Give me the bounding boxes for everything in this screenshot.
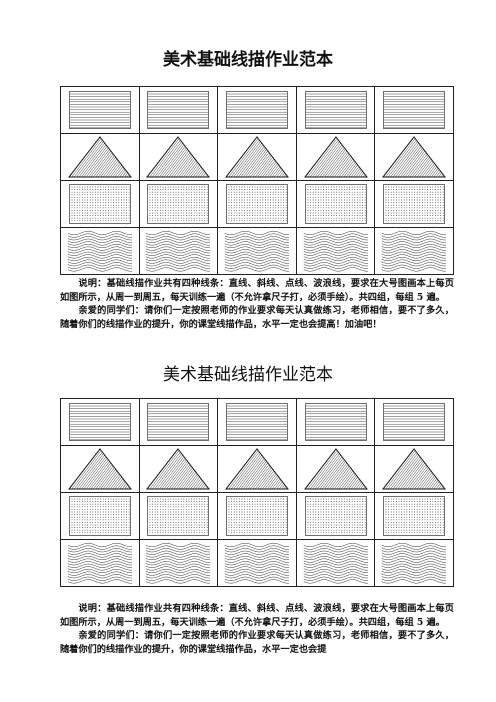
straight-lines-drawing	[147, 91, 210, 129]
wavy-lines-cell	[60, 539, 140, 587]
page-title: 美术基础线描作业范本	[163, 365, 333, 385]
dots-drawing	[68, 184, 131, 224]
wavy-lines-cell	[138, 227, 219, 275]
wavy-lines-cell	[374, 227, 454, 275]
dots-drawing	[147, 184, 210, 224]
wavy-lines-row	[60, 227, 454, 275]
triangle-cell	[217, 133, 297, 181]
triangle-cell	[295, 133, 376, 181]
wavy-lines-cell	[138, 539, 219, 587]
straight-lines-cell	[217, 398, 297, 446]
triangle-drawing	[67, 448, 132, 490]
triangle-drawing	[146, 448, 211, 490]
triangle-drawing	[67, 136, 132, 178]
dots-cell	[60, 492, 140, 540]
wavy-lines-cell	[217, 539, 297, 587]
instructions-paragraph: 说明：基础线描作业共有四种线条：直线、斜线、点线、波浪线，要求在大号图画本上每页…	[60, 278, 454, 303]
triangle-row	[60, 445, 454, 493]
triangle-cell	[60, 445, 140, 493]
instructions: 说明：基础线描作业共有四种线条：直线、斜线、点线、波浪线，要求在大号图画本上每页…	[60, 277, 454, 331]
triangle-drawing	[224, 448, 289, 490]
dots-row	[60, 492, 454, 540]
triangle-cell	[217, 445, 297, 493]
dots-drawing	[304, 184, 367, 224]
straight-lines-cell	[374, 86, 454, 134]
straight-lines-cell	[138, 398, 219, 446]
wavy-lines-drawing	[381, 230, 447, 272]
straight-lines-drawing	[383, 403, 446, 441]
wavy-lines-drawing	[303, 542, 368, 584]
wavy-lines-cell	[217, 227, 297, 275]
dots-cell	[295, 492, 376, 540]
dots-drawing	[383, 184, 446, 224]
line-drawing-grid	[60, 398, 454, 587]
triangle-cell	[138, 133, 219, 181]
straight-lines-drawing	[226, 403, 288, 441]
wavy-lines-cell	[295, 227, 376, 275]
dots-drawing	[383, 496, 446, 536]
dots-drawing	[304, 496, 367, 536]
instructions-paragraph: 说明：基础线描作业共有四种线条：直线、斜线、点线、波浪线，要求在大号图画本上每页…	[60, 603, 454, 628]
straight-lines-drawing	[147, 403, 210, 441]
line-drawing-grid	[60, 86, 454, 275]
wavy-lines-drawing	[67, 542, 132, 584]
straight-lines-cell	[60, 86, 140, 134]
straight-lines-cell	[295, 86, 376, 134]
dots-cell	[217, 180, 297, 228]
dots-drawing	[147, 496, 210, 536]
straight-lines-drawing	[68, 403, 131, 441]
wavy-lines-drawing	[146, 542, 211, 584]
wavy-lines-row	[60, 539, 454, 587]
dots-cell	[374, 492, 454, 540]
triangle-row	[60, 133, 454, 181]
triangle-cell	[295, 445, 376, 493]
encouragement-paragraph: 亲爱的同学们：请你们一定按照老师的作业要求每天认真做练习，老师相信，要不了多久，…	[60, 630, 454, 655]
triangle-drawing	[146, 136, 211, 178]
dots-row	[60, 180, 454, 228]
triangle-cell	[138, 445, 219, 493]
triangle-drawing	[303, 136, 368, 178]
straight-lines-cell	[295, 398, 376, 446]
straight-lines-drawing	[226, 91, 288, 129]
dots-drawing	[226, 496, 288, 536]
wavy-lines-drawing	[224, 230, 290, 272]
straight-lines-row	[60, 86, 454, 134]
triangle-drawing	[382, 136, 447, 178]
dots-drawing	[226, 184, 288, 224]
triangle-drawing	[224, 136, 289, 178]
wavy-lines-drawing	[67, 230, 132, 272]
page-title: 美术基础线描作业范本	[163, 50, 333, 70]
straight-lines-cell	[217, 86, 297, 134]
straight-lines-cell	[60, 398, 140, 446]
instructions: 说明：基础线描作业共有四种线条：直线、斜线、点线、波浪线，要求在大号图画本上每页…	[60, 602, 454, 656]
triangle-cell	[374, 445, 454, 493]
dots-cell	[295, 180, 376, 228]
triangle-drawing	[303, 448, 368, 490]
wavy-lines-cell	[295, 539, 376, 587]
dots-cell	[138, 492, 219, 540]
triangle-cell	[60, 133, 140, 181]
straight-lines-drawing	[383, 91, 446, 129]
straight-lines-cell	[138, 86, 219, 134]
triangle-drawing	[382, 448, 447, 490]
straight-lines-cell	[374, 398, 454, 446]
dots-cell	[217, 492, 297, 540]
straight-lines-drawing	[304, 91, 367, 129]
straight-lines-drawing	[68, 91, 131, 129]
wavy-lines-cell	[374, 539, 454, 587]
dots-cell	[138, 180, 219, 228]
wavy-lines-drawing	[224, 542, 290, 584]
dots-drawing	[68, 496, 131, 536]
wavy-lines-drawing	[381, 542, 447, 584]
wavy-lines-cell	[60, 227, 140, 275]
encouragement-paragraph: 亲爱的同学们：请你们一定按照老师的作业要求每天认真做练习，老师相信，要不了多久，…	[60, 305, 454, 330]
dots-cell	[374, 180, 454, 228]
straight-lines-row	[60, 398, 454, 446]
straight-lines-drawing	[304, 403, 367, 441]
wavy-lines-drawing	[303, 230, 368, 272]
dots-cell	[60, 180, 140, 228]
wavy-lines-drawing	[146, 230, 211, 272]
triangle-cell	[374, 133, 454, 181]
